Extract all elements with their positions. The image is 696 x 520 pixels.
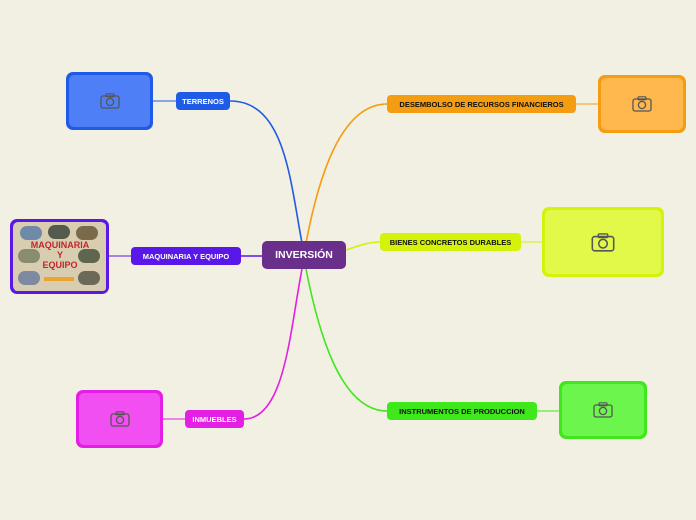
branch-instrumentos-de-produccion[interactable]: INSTRUMENTOS DE PRODUCCION bbox=[387, 402, 537, 420]
instrumentos-image-card[interactable] bbox=[559, 381, 647, 439]
connector-instrumentos bbox=[305, 268, 388, 412]
camera-icon bbox=[109, 411, 130, 427]
photo-text-line2: Y bbox=[56, 250, 63, 260]
card-fill bbox=[545, 210, 661, 274]
camera-icon bbox=[591, 232, 615, 252]
branch-maquinaria-y-equipo[interactable]: MAQUINARIA Y EQUIPO bbox=[131, 247, 241, 265]
desembolso-image-card[interactable] bbox=[598, 75, 686, 133]
photo-text-line1: MAQUINARIA bbox=[30, 240, 90, 250]
machine-thumb bbox=[76, 226, 98, 240]
central-topic[interactable]: INVERSIÓN bbox=[262, 241, 346, 269]
branch-inmuebles[interactable]: INMUEBLES bbox=[185, 410, 244, 428]
photo-bar bbox=[44, 277, 74, 281]
branch-terrenos[interactable]: TERRENOS bbox=[176, 92, 230, 110]
inmuebles-image-card[interactable] bbox=[76, 390, 163, 448]
photo-text-line3: EQUIPO bbox=[42, 260, 78, 270]
branch-desembolso-de-recursos-financieros[interactable]: DESEMBOLSO DE RECURSOS FINANCIEROS bbox=[387, 95, 576, 113]
card-fill bbox=[562, 384, 644, 436]
machine-thumb bbox=[48, 225, 70, 239]
bienes-image-card[interactable] bbox=[542, 207, 664, 277]
machine-thumb bbox=[78, 271, 100, 285]
card-fill bbox=[601, 78, 683, 130]
connector-inmuebles bbox=[243, 268, 303, 420]
connector-terrenos bbox=[229, 100, 303, 244]
connector-bienes bbox=[345, 241, 381, 251]
branch-bienes-concretos-durables[interactable]: BIENES CONCRETOS DURABLES bbox=[380, 233, 521, 251]
machine-thumb bbox=[18, 249, 40, 263]
terrenos-image-card[interactable] bbox=[66, 72, 153, 130]
maquinaria-photo: MAQUINARIA Y EQUIPO bbox=[14, 223, 106, 291]
machine-thumb bbox=[20, 226, 42, 240]
camera-icon bbox=[99, 93, 120, 109]
connector-desembolso bbox=[305, 103, 388, 244]
camera-icon bbox=[632, 96, 652, 112]
machine-thumb bbox=[18, 271, 40, 285]
camera-icon bbox=[593, 402, 613, 418]
card-fill bbox=[79, 393, 160, 445]
card-fill bbox=[69, 75, 150, 127]
machine-thumb bbox=[78, 249, 100, 263]
